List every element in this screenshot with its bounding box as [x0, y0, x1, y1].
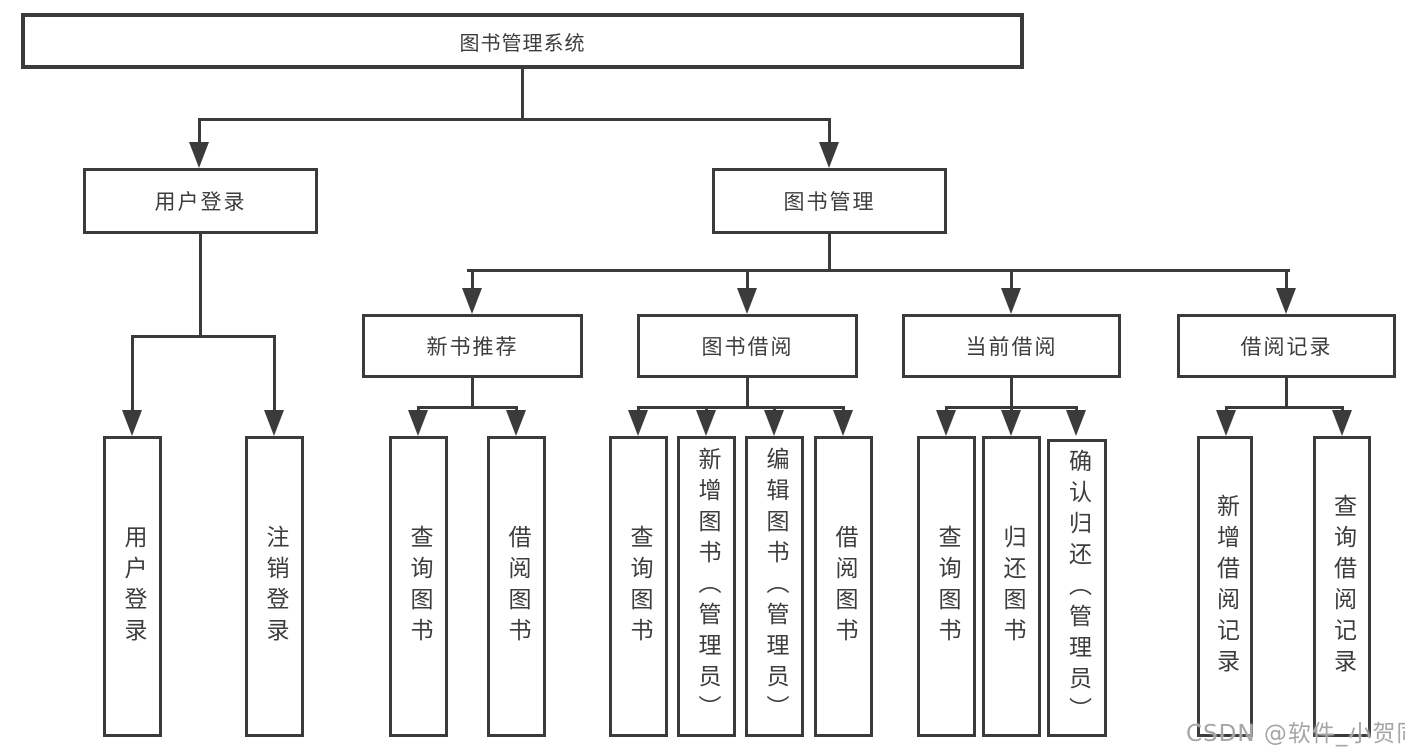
arrow-down-icon [1001, 288, 1021, 314]
connector-shaft [1285, 269, 1288, 291]
leaf-label: 用户登录 [120, 524, 146, 649]
leaf-label: 编辑图书（管理员） [762, 447, 788, 726]
leaf-query-books-3: 查询图书 [917, 436, 976, 737]
arrow-down-icon [462, 288, 482, 314]
arrow-down-icon [1066, 410, 1086, 436]
arrow-down-icon [628, 410, 648, 436]
node-label: 图书借阅 [701, 335, 794, 359]
connector-stem [1010, 378, 1013, 408]
node-label: 图书管理 [783, 190, 876, 214]
arrow-down-icon [1332, 410, 1352, 436]
node-label: 新书推荐 [426, 335, 519, 359]
node-book-management: 图书管理 [712, 168, 947, 234]
connector-stem [828, 234, 831, 272]
connector-shaft [828, 118, 831, 146]
leaf-label: 查询图书 [406, 524, 432, 649]
connector-shaft [273, 335, 276, 412]
leaf-edit-books-admin: 编辑图书（管理员） [745, 436, 804, 737]
leaf-query-books-1: 查询图书 [389, 436, 448, 737]
node-label: 图书管理系统 [459, 30, 586, 55]
leaf-label: 查询图书 [626, 524, 652, 649]
arrow-down-icon [506, 410, 526, 436]
leaf-label: 借阅图书 [504, 524, 530, 649]
node-library-management-system: 图书管理系统 [21, 13, 1024, 69]
connector-shaft [746, 269, 749, 291]
connector-bar [131, 335, 276, 338]
connector-stem [746, 378, 749, 408]
arrow-down-icon [1276, 288, 1296, 314]
leaf-label: 查询图书 [934, 524, 960, 649]
leaf-logout: 注销登录 [245, 436, 304, 737]
leaf-label: 归还图书 [999, 524, 1025, 649]
arrow-down-icon [936, 410, 956, 436]
leaf-borrow-books-2: 借阅图书 [814, 436, 873, 737]
arrow-down-icon [737, 288, 757, 314]
leaf-label: 新增图书（管理员） [694, 447, 720, 726]
arrow-down-icon [408, 410, 428, 436]
leaf-query-books-2: 查询图书 [609, 436, 668, 737]
connector-level2-bar [199, 118, 831, 121]
node-user-login: 用户登录 [83, 168, 318, 234]
arrow-down-icon [1216, 410, 1236, 436]
connector-bar [1225, 406, 1344, 409]
connector-bar [417, 406, 518, 409]
leaf-label: 确认归还（管理员） [1064, 448, 1091, 728]
node-label: 借阅记录 [1240, 335, 1333, 359]
arrow-down-icon [764, 410, 784, 436]
leaf-borrow-books-1: 借阅图书 [487, 436, 546, 737]
node-borrowing-records: 借阅记录 [1177, 314, 1396, 378]
leaf-add-books-admin: 新增图书（管理员） [677, 436, 736, 737]
leaf-return-books: 归还图书 [982, 436, 1041, 737]
arrow-down-icon [122, 410, 142, 436]
connector-stem [199, 234, 202, 335]
node-new-book-recommend: 新书推荐 [362, 314, 583, 378]
connector-stem [1285, 378, 1288, 408]
arrow-down-icon [696, 410, 716, 436]
node-current-borrowing: 当前借阅 [902, 314, 1121, 378]
leaf-label: 新增借阅记录 [1212, 493, 1239, 680]
connector-root-stem [521, 69, 524, 118]
node-label: 当前借阅 [965, 335, 1058, 359]
leaf-label: 注销登录 [262, 524, 288, 649]
csdn-watermark: CSDN @软件_小贺同学 [1186, 721, 1405, 747]
connector-level3-bar [467, 269, 1290, 272]
node-label: 用户登录 [154, 190, 247, 214]
connector-stem [471, 378, 474, 408]
leaf-confirm-return-admin: 确认归还（管理员） [1047, 439, 1107, 737]
connector-shaft [471, 269, 474, 291]
connector-shaft [198, 118, 201, 146]
leaf-user-login: 用户登录 [103, 436, 162, 737]
leaf-label: 查询借阅记录 [1329, 493, 1356, 680]
arrow-down-icon [1001, 410, 1021, 436]
node-book-borrowing: 图书借阅 [637, 314, 858, 378]
arrow-down-icon [264, 410, 284, 436]
leaf-query-borrow-record: 查询借阅记录 [1313, 436, 1371, 737]
leaf-add-borrow-record: 新增借阅记录 [1197, 436, 1253, 737]
connector-shaft [131, 335, 134, 412]
leaf-label: 借阅图书 [831, 524, 857, 649]
arrow-down-icon [833, 410, 853, 436]
connector-shaft [1010, 269, 1013, 291]
arrow-down-icon [189, 142, 209, 168]
connector-bar [637, 406, 845, 409]
arrow-down-icon [819, 142, 839, 168]
